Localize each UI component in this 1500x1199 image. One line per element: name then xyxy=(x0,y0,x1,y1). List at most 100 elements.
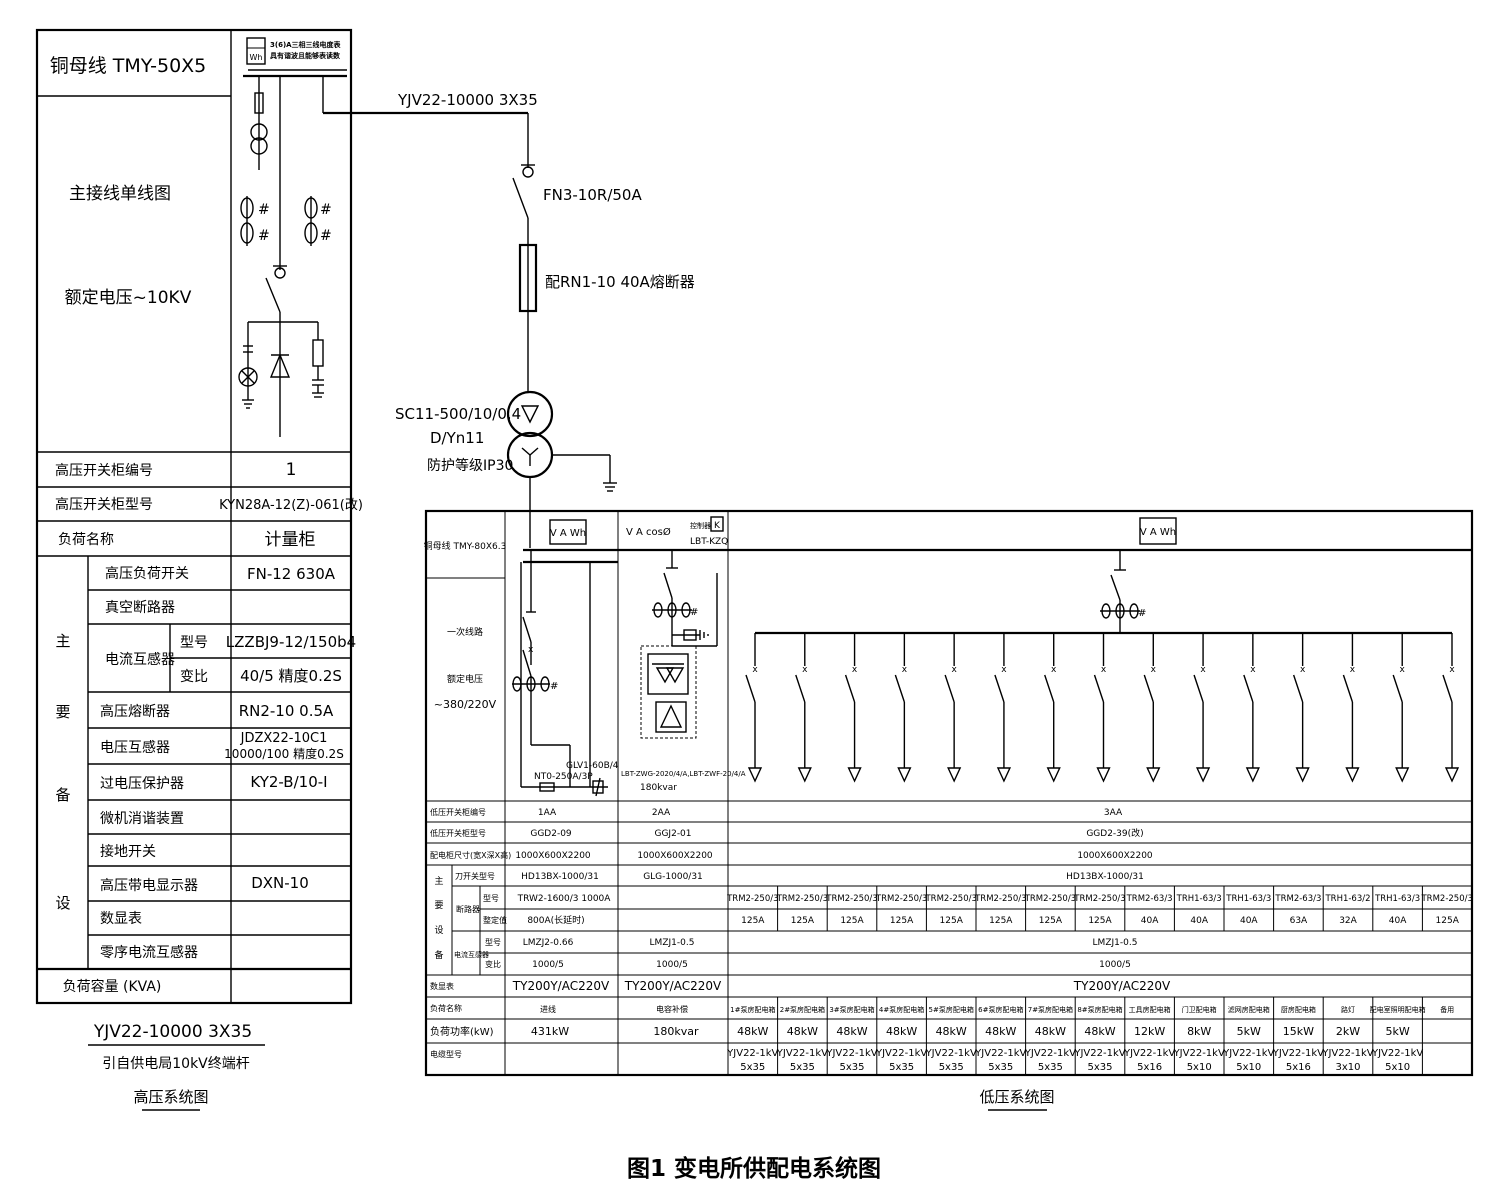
lv-load-c2: 电容补偿 xyxy=(656,1004,688,1014)
lv-meter-c1: TY200Y/AC220V xyxy=(512,979,610,993)
hv-ct-model: LZZBJ9-12/150b4 xyxy=(226,633,356,651)
breaker-x-mark: x xyxy=(951,665,957,675)
lv-load-power: 2kW xyxy=(1336,1025,1360,1038)
lv-breaker-model: TRM2-250/3 xyxy=(825,894,877,904)
lv-feeder-circuit: x xyxy=(1392,633,1410,783)
lv-row-c2: GGJ2-01 xyxy=(654,829,691,839)
lv-cable-size: 5x10 xyxy=(1385,1062,1410,1073)
lv-breaker-model: TRM2-250/3 xyxy=(875,894,927,904)
lv-power-label: 负荷功率(kW) xyxy=(430,1025,494,1038)
hv-ct-label: 电流互感器 xyxy=(105,651,175,668)
lv-group-char: 设 xyxy=(434,925,443,936)
svg-text:#: # xyxy=(550,681,558,692)
lv-cable-model: YJV22-1kV xyxy=(1272,1048,1324,1059)
hv-equip-value: KY2-B/10-I xyxy=(250,773,327,791)
lv-cable-size: 5x10 xyxy=(1187,1062,1212,1073)
lv-cable-label: 电缆型号 xyxy=(430,1049,462,1059)
lv-cable-model: YJV22-1kV xyxy=(825,1048,877,1059)
hv-capacity-label: 负荷容量 (KVA) xyxy=(63,978,162,995)
lv-load-name: 3#泵房配电箱 xyxy=(829,1005,874,1014)
lv-cable-model: YJV22-1kV xyxy=(1024,1048,1076,1059)
hv-group-char: 备 xyxy=(55,786,70,804)
lv-row-c3: 3AA xyxy=(1104,808,1123,818)
lv-load-power: 8kW xyxy=(1187,1025,1211,1038)
hv-caption: 高压系统图 xyxy=(133,1088,208,1106)
ct-symbol: # # # # xyxy=(240,196,332,246)
lv-cable-size: 5x10 xyxy=(1236,1062,1261,1073)
lv-cable-model: YJV22-1kV xyxy=(1123,1048,1175,1059)
svg-text:#: # xyxy=(320,202,332,218)
hv-equip-label: 接地开关 xyxy=(100,843,156,860)
lv-cable-size: 3x10 xyxy=(1335,1062,1360,1073)
lv-table: 铜母线 TMY-80X6.3 一次线路 额定电压 ~380/220V 低压开关柜… xyxy=(424,509,1474,1111)
lv-voltage-label: 额定电压 xyxy=(447,673,483,685)
lv-feeder-circuit: x xyxy=(1093,633,1111,783)
lv-row-c3: HD13BX-1000/31 xyxy=(1066,872,1144,882)
lv-feeder-circuit: x xyxy=(1292,633,1310,783)
lv-load-name: 路灯 xyxy=(1341,1005,1355,1014)
lv-feeder-circuit: x xyxy=(1442,633,1460,783)
lv-load-power: 48kW xyxy=(787,1025,818,1038)
hv-row-label: 高压开关柜编号 xyxy=(55,462,153,479)
hv-equip-label: 真空断路器 xyxy=(105,600,175,616)
breaker-x-mark: x xyxy=(802,665,808,675)
lv-cable-model: YJV22-1kV xyxy=(776,1048,828,1059)
lv-meter-vacos: V A cosØ xyxy=(626,526,671,538)
lv-breaker-setting: 125A xyxy=(940,916,964,926)
lv-cable-size: 5x35 xyxy=(1038,1062,1063,1073)
lv-breaker-c1: TRW2-1600/3 1000A xyxy=(517,894,612,904)
load-switch-model: FN3-10R/50A xyxy=(543,186,642,204)
hv-equip-label: 过电压保护器 xyxy=(100,776,184,792)
lv-load-label: 负荷名称 xyxy=(430,1003,462,1013)
lv-breaker-setting: 125A xyxy=(741,916,765,926)
lv-setting-c1: 800A(长延时) xyxy=(527,914,584,926)
lv-load-power: 48kW xyxy=(886,1025,917,1038)
lv-breaker-setting: 125A xyxy=(840,916,864,926)
lv-row-c2: 1000X600X2200 xyxy=(637,851,713,861)
breaker-x-mark: x xyxy=(1400,665,1406,675)
lv-cable-size: 5x35 xyxy=(740,1062,765,1073)
feeder-cable: YJV22-10000 3X35 xyxy=(397,91,538,109)
lv-row-c1: GGD2-09 xyxy=(530,829,572,839)
lv-ct-ratio-c1: 1000/5 xyxy=(532,960,564,970)
lv-breaker-model: TRH1-63/3 xyxy=(1176,894,1222,904)
lv-cable-size: 5x35 xyxy=(988,1062,1013,1073)
lv-ct-ratio-c2: 1000/5 xyxy=(656,960,688,970)
hv-equip-label: 数显表 xyxy=(100,911,142,927)
lv-breaker-setting: 125A xyxy=(1436,916,1460,926)
hv-group-char: 要 xyxy=(55,703,70,721)
lv-load-power: 48kW xyxy=(1035,1025,1066,1038)
wh-meter-label: Wh xyxy=(250,53,263,62)
lv-group-char: 要 xyxy=(434,900,443,911)
svg-text:#: # xyxy=(258,228,270,244)
breaker-x-mark: x xyxy=(1250,665,1256,675)
lv-breaker-setting: 125A xyxy=(1039,916,1063,926)
lv-load-power: 48kW xyxy=(737,1025,768,1038)
hv-row-value: KYN28A-12(Z)-061(改) xyxy=(219,498,363,513)
hv-rated-voltage: 额定电压~10KV xyxy=(65,288,192,308)
hv-row-label: 负荷名称 xyxy=(58,532,114,548)
lv-row-c1: 1000X600X2200 xyxy=(515,851,591,861)
lv-schematic: V A Wh V A Wh V A cosØ 控制器 K LBT-KZQ x #… xyxy=(512,516,1472,797)
lv-row-c2: GLG-1000/31 xyxy=(643,872,703,882)
transformer-protection: 防护等级IP30 xyxy=(427,457,513,474)
lv-feeder-circuit: x xyxy=(894,633,912,783)
lv-breaker-label: 断路器 xyxy=(456,904,480,914)
lv-breaker-model: TRM2-250/3 xyxy=(974,894,1026,904)
hv-equip-label: 电压互感器 xyxy=(100,739,170,756)
lv-ct-model-c3: LMZJ1-0.5 xyxy=(1093,938,1138,948)
lv-load-power: 48kW xyxy=(936,1025,967,1038)
lv-breaker-setting: 125A xyxy=(791,916,815,926)
lv-ct-ratio-label: 变比 xyxy=(485,959,501,969)
lv-breaker-model: TRH1-63/3 xyxy=(1374,894,1420,904)
lv-row-label: 刀开关型号 xyxy=(455,871,495,881)
lv-breaker-model: TRM2-63/3 xyxy=(1274,894,1321,904)
lv-load-name: 滤网房配电箱 xyxy=(1228,1005,1270,1014)
lv-breaker-model: TRM2-250/3 xyxy=(1073,894,1125,904)
lv-2aa-cap-model: LBT-ZWG-2020/4/A,LBT-ZWF-20/4/A xyxy=(621,770,746,778)
lv-caption: 低压系统图 xyxy=(979,1088,1054,1106)
hv-ct-model-label: 型号 xyxy=(180,635,208,651)
svg-text:x: x xyxy=(528,645,534,655)
lv-cable-size: 5x35 xyxy=(939,1062,964,1073)
